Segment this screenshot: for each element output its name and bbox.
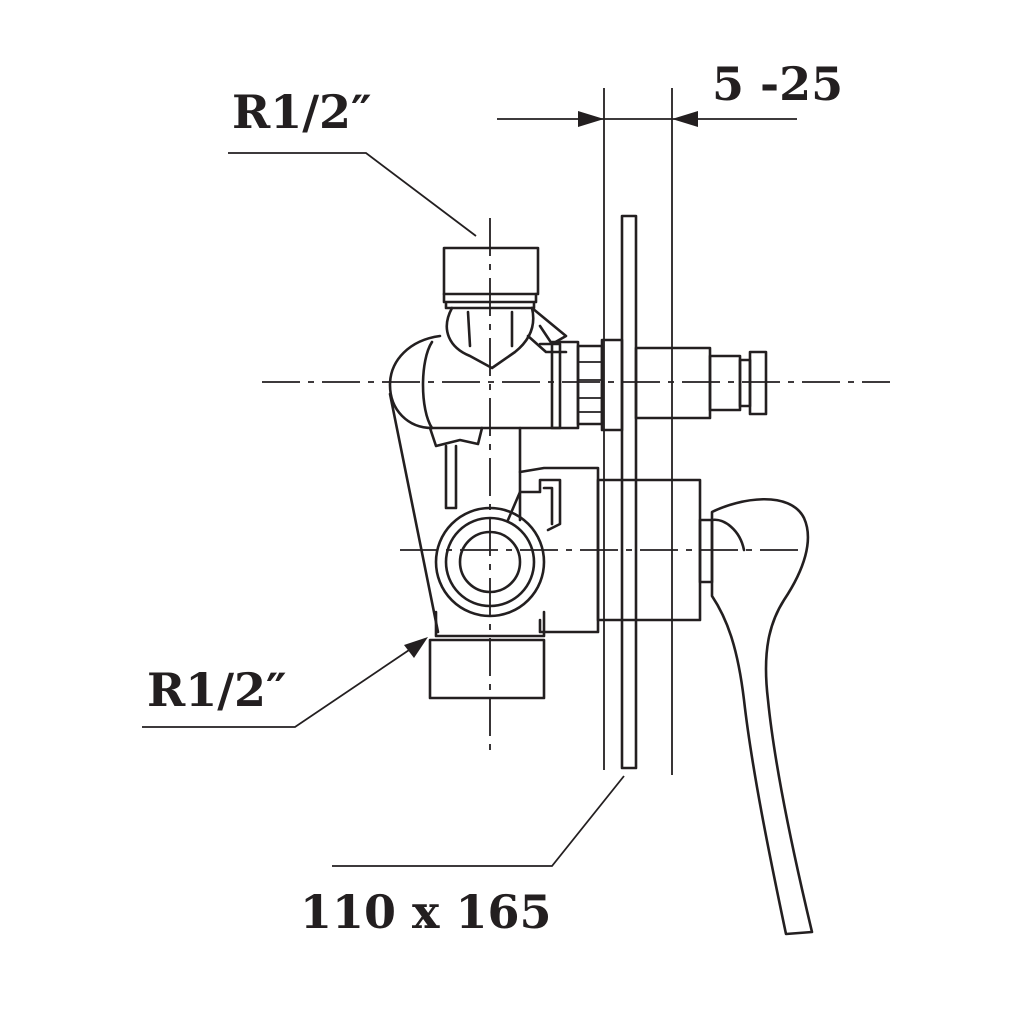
bottom-outlet-nut [428,638,546,700]
outlet-ring-outer [434,506,546,618]
top-inlet-neck [445,306,535,370]
outlet-ring-inner [458,530,522,594]
cartridge-nut-outer [550,340,580,430]
label-bottom-connection: R1/2″ [147,663,287,717]
outlet-ring-mid [444,516,536,608]
center-lines [262,218,890,752]
valve-body [388,246,768,700]
wall-lines [603,88,673,775]
leader-top-connection [228,152,477,237]
diverter-clip [506,478,562,532]
cover-plate-rect [620,214,638,770]
dimension-arrow-left [578,111,604,127]
label-adjustment-range: 5 -25 [712,57,843,111]
internal-pin [444,444,458,510]
cover-plate [620,214,638,770]
upper-body-inner [421,340,434,430]
top-inlet-nut [442,246,540,296]
stem-tip [738,358,752,408]
side-bracket [530,306,568,346]
label-top-connection: R1/2″ [232,85,372,139]
stem-step [708,354,742,412]
internal-channel [428,426,484,448]
leader-bottom-connection [142,643,419,728]
leader-cover-plate [332,775,625,867]
lever-outline [710,498,814,936]
leader-arrow-bottom [404,637,428,658]
lever-handle [710,498,814,936]
stem-sleeve [634,346,712,420]
diverter-clip-2 [542,486,554,526]
leader-lines [142,152,625,867]
body-side-left [388,392,440,634]
diverter-knob-base [698,518,714,584]
neck-detail [466,310,514,348]
cartridge-nut-flange [600,338,624,432]
lever-inner [710,518,746,552]
dimension-5-25 [497,111,797,127]
top-inlet-thread [442,292,538,310]
label-cover-plate-size: 110 x 165 [300,885,552,939]
bottom-outlet-neck [434,610,546,638]
stem-end [748,350,768,416]
dimension-arrow-right [672,111,698,127]
